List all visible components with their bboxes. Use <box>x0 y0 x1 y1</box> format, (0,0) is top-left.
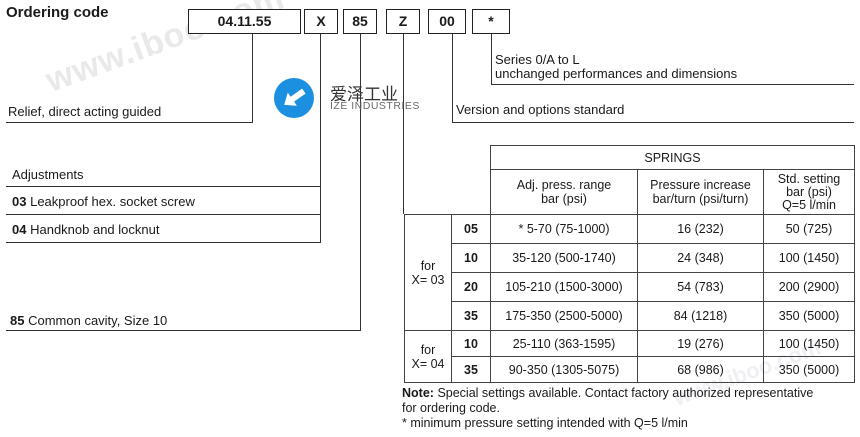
leader-line <box>6 122 253 123</box>
increase-cell: 16 (232) <box>637 214 764 244</box>
range-cell: * 5-70 (75-1000) <box>490 214 638 244</box>
adjustment-option-04: 04 Handknob and locknut <box>12 222 159 237</box>
note-text: Special settings available. Contact fact… <box>437 386 814 400</box>
option-code: 85 <box>10 313 25 328</box>
header-line: Q=5 l/min <box>782 197 836 212</box>
page-title: Ordering code <box>6 4 109 21</box>
header-line: bar (psi) <box>786 184 832 199</box>
springs-table: SPRINGS Adj. press. range bar (psi) Pres… <box>404 145 855 383</box>
option-text: Handknob and locknut <box>30 222 160 237</box>
setting-cell: 50 (725) <box>763 214 855 244</box>
table-row: for X= 04 10 25-110 (363-1595) 19 (276) … <box>404 330 855 383</box>
leader-line <box>6 242 321 243</box>
relief-label: Relief, direct acting guided <box>8 104 162 119</box>
increase-cell: 54 (783) <box>637 272 764 302</box>
company-logo-name: 爱泽工业 <box>330 85 398 104</box>
code-box-base: 04.11.55 <box>188 9 301 34</box>
range-cell: 105-210 (1500-3000) <box>490 272 638 302</box>
adjustment-option-03: 03 Leakproof hex. socket screw <box>12 194 195 209</box>
spring-code: 35 <box>451 356 491 383</box>
version-label: Version and options standard <box>456 102 625 117</box>
company-logo-icon <box>274 78 314 118</box>
leader-line <box>452 34 453 122</box>
series-description: unchanged performances and dimensions <box>495 66 738 81</box>
leader-line <box>360 34 361 330</box>
table-row: 10 35-120 (500-1740) 24 (348) 100 (1450) <box>405 243 855 273</box>
springs-header: SPRINGS <box>490 145 855 170</box>
spring-code: 35 <box>451 301 491 331</box>
group-line: X= 04 <box>411 356 445 371</box>
table-row: 35 90-350 (1305-5075) 68 (986) 350 (5000… <box>405 356 855 383</box>
table-row: for X= 03 05 * 5-70 (75-1000) 16 (232) 5… <box>404 214 855 331</box>
header-line: Std. setting <box>777 171 841 186</box>
table-row: 35 175-350 (2500-5000) 84 (1218) 350 (50… <box>405 301 855 331</box>
cavity-option-85: 85 Common cavity, Size 10 <box>10 313 167 328</box>
group-label-x04: for X= 04 <box>404 330 452 383</box>
spring-code: 10 <box>451 243 491 273</box>
option-code: 04 <box>12 222 27 237</box>
option-code: 03 <box>12 194 27 209</box>
spring-code: 05 <box>451 214 491 244</box>
code-box-adjustment: X <box>304 9 338 34</box>
note-line-1: Note: Special settings available. Contac… <box>402 386 813 400</box>
header-line: bar/turn (psi/turn) <box>652 192 749 206</box>
group-line: for <box>420 342 436 357</box>
range-cell: 25-110 (363-1595) <box>490 330 638 357</box>
spring-code: 20 <box>451 272 491 302</box>
header-line: Adj. press. range <box>516 178 612 192</box>
header-line: Pressure increase <box>650 178 751 192</box>
leader-line <box>403 34 404 214</box>
code-box-series: * <box>472 9 510 34</box>
increase-cell: 84 (1218) <box>637 301 764 331</box>
table-row: 20 105-210 (1500-3000) 54 (783) 200 (290… <box>405 272 855 302</box>
note-footnote: * minimum pressure setting intended with… <box>402 416 688 430</box>
column-header-setting: Std. setting bar (psi) Q=5 l/min <box>763 169 855 215</box>
setting-cell: 350 (5000) <box>763 301 855 331</box>
range-cell: 90-350 (1305-5075) <box>490 356 638 383</box>
leader-line <box>6 214 321 215</box>
code-box-spring: Z <box>386 9 420 34</box>
spring-code: 10 <box>451 330 491 357</box>
group-line: for <box>420 258 436 273</box>
increase-cell: 68 (986) <box>637 356 764 383</box>
leader-line <box>6 186 321 187</box>
setting-cell: 100 (1450) <box>763 330 855 357</box>
group-label-x03: for X= 03 <box>404 214 452 331</box>
note-label: Note: <box>402 386 434 400</box>
group-line: X= 03 <box>411 272 445 287</box>
increase-cell: 24 (348) <box>637 243 764 273</box>
leader-line <box>320 34 321 242</box>
code-box-cavity: 85 <box>343 9 377 34</box>
setting-cell: 350 (5000) <box>763 356 855 383</box>
company-logo-subtitle: IZE INDUSTRIES <box>330 100 420 112</box>
column-header-range: Adj. press. range bar (psi) <box>490 169 638 215</box>
leader-line <box>6 330 361 331</box>
leader-line <box>252 34 253 122</box>
code-box-version: 00 <box>428 9 466 34</box>
option-text: Leakproof hex. socket screw <box>30 194 195 209</box>
range-cell: 35-120 (500-1740) <box>490 243 638 273</box>
leader-line <box>491 34 492 84</box>
increase-cell: 19 (276) <box>637 330 764 357</box>
leader-line <box>452 122 854 123</box>
setting-cell: 100 (1450) <box>763 243 855 273</box>
range-cell: 175-350 (2500-5000) <box>490 301 638 331</box>
adjustments-heading: Adjustments <box>12 167 84 182</box>
header-line: bar (psi) <box>541 192 587 206</box>
option-text: Common cavity, Size 10 <box>28 313 168 328</box>
leader-line <box>491 84 854 85</box>
column-header-increase: Pressure increase bar/turn (psi/turn) <box>637 169 764 215</box>
note-line-2: for ordering code. <box>402 401 500 415</box>
setting-cell: 200 (2900) <box>763 272 855 302</box>
series-label: Series 0/A to L <box>495 52 580 67</box>
